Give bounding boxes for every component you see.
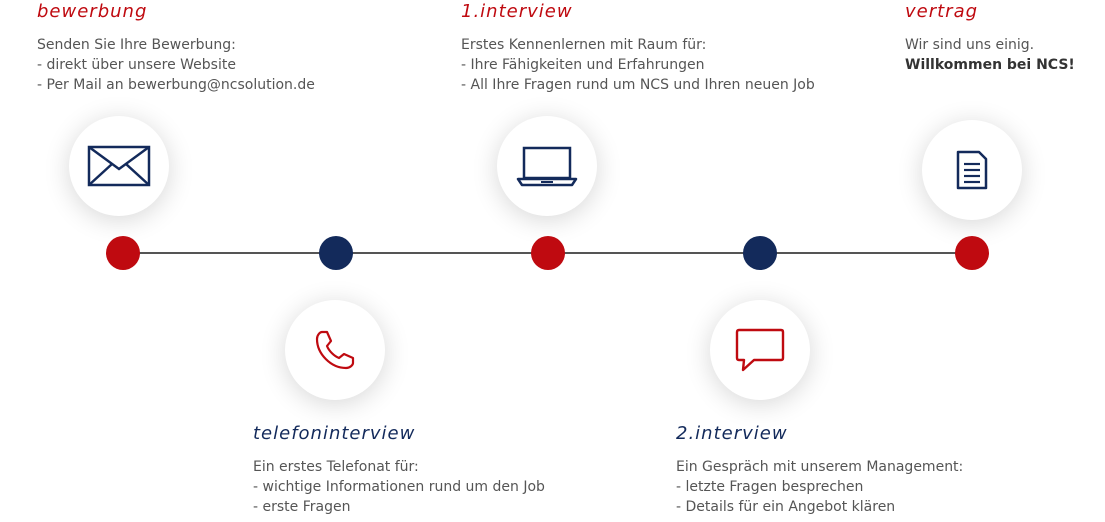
step-text-line: - erste Fragen [253,499,351,515]
step-title-telefoninterview: telefoninterview [253,423,416,444]
step-title-vertrag: vertrag [905,1,979,22]
step-text-line: Wir sind uns einig. [905,37,1035,53]
step-text-line: Ein erstes Telefonat für: [253,459,419,475]
step-text-line: - Per Mail an bewerbung@ncsolution.de [37,77,315,93]
step-text-line: - All Ihre Fragen rund um NCS und Ihren … [461,77,815,93]
step-text-line: - letzte Fragen besprechen [676,479,864,495]
document-icon [956,150,988,190]
timeline-dot-telefoninterview [319,236,353,270]
step-text-line: - Ihre Fähigkeiten und Erfahrungen [461,57,705,73]
step-text-line: - wichtige Informationen rund um den Job [253,479,545,495]
interview-2-icon-circle [710,300,810,400]
step-text-line: Senden Sie Ihre Bewerbung: [37,37,236,53]
step-text-line: Ein Gespräch mit unserem Management: [676,459,964,475]
step-text-line: - Details für ein Angebot klären [676,499,896,515]
bewerbung-icon-circle [69,116,169,216]
chat-bubble-icon [735,328,785,372]
step-bewerbung: bewerbung Senden Sie Ihre Bewerbung: - d… [37,3,315,95]
laptop-icon [516,146,578,187]
step-vertrag: vertrag Wir sind uns einig. Willkommen b… [905,3,1075,75]
timeline-dot-vertrag [955,236,989,270]
vertrag-icon-circle [922,120,1022,220]
step-title-bewerbung: bewerbung [37,1,148,22]
step-text-line: - direkt über unsere Website [37,57,236,73]
telefoninterview-icon-circle [285,300,385,400]
step-interview-2: 2.interview Ein Gespräch mit unserem Man… [676,425,963,517]
envelope-icon [87,145,151,187]
step-text-line-bold: Willkommen bei NCS! [905,57,1075,73]
timeline-dot-interview-1 [531,236,565,270]
step-interview-1: 1.interview Erstes Kennenlernen mit Raum… [461,3,815,95]
step-telefoninterview: telefoninterview Ein erstes Telefonat fü… [253,425,545,517]
timeline-dot-bewerbung [106,236,140,270]
step-title-interview-1: 1.interview [461,1,573,22]
interview-1-icon-circle [497,116,597,216]
phone-icon [315,330,355,370]
step-text-line: Erstes Kennenlernen mit Raum für: [461,37,707,53]
timeline-dot-interview-2 [743,236,777,270]
step-title-interview-2: 2.interview [676,423,788,444]
